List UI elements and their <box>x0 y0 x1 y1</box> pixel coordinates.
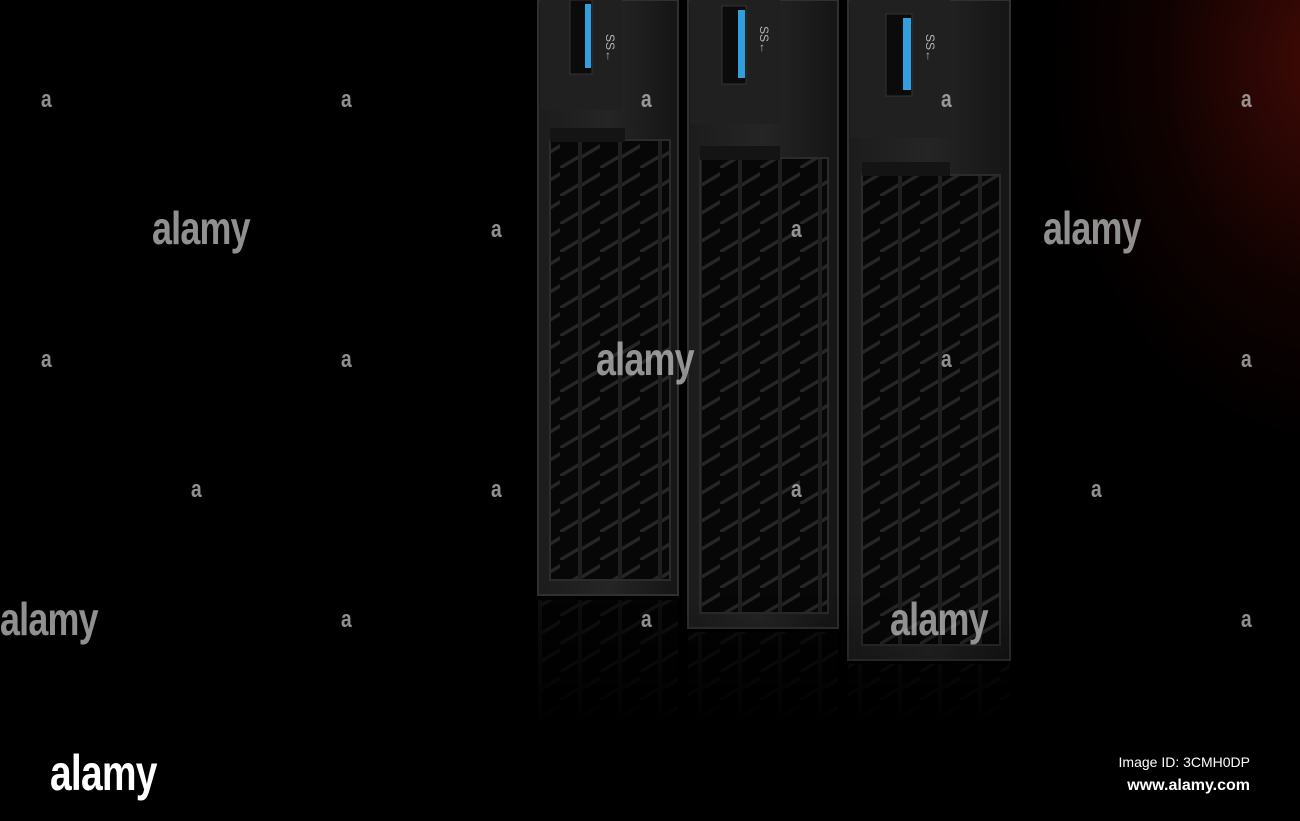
usb-port-2-insert <box>738 10 745 78</box>
site-url: www.alamy.com <box>1127 777 1250 794</box>
watermark-letter: a <box>941 346 952 373</box>
watermark-letter: a <box>641 606 652 633</box>
watermark-letter: a <box>1241 346 1252 373</box>
watermark-letter: a <box>791 476 802 503</box>
watermark-letter: a <box>41 86 52 113</box>
drive-bay-1: SS← <box>537 0 679 596</box>
watermark-word: alamy <box>0 593 99 645</box>
watermark-letter: a <box>491 216 502 243</box>
watermark-letter: a <box>641 86 652 113</box>
watermark-word: alamy <box>890 593 989 645</box>
watermark-word: alamy <box>152 202 251 254</box>
drive-bay-2: SS← <box>687 0 839 629</box>
image-id-label: Image ID: 3CMH0DP <box>1118 754 1250 770</box>
watermark-letter: a <box>1241 606 1252 633</box>
floor-reflection <box>530 595 1020 735</box>
drive-bay-3: SS← <box>847 0 1011 661</box>
usb-ss-logo-icon: SS← <box>757 26 771 54</box>
watermark-letter: a <box>191 476 202 503</box>
alamy-logo: alamy <box>50 745 157 801</box>
watermark-letter: a <box>941 86 952 113</box>
usb-port-3-insert <box>903 18 911 90</box>
watermark-word: alamy <box>1043 202 1142 254</box>
watermark-letter: a <box>491 476 502 503</box>
watermark-letter: a <box>791 216 802 243</box>
usb-ss-logo-icon: SS← <box>923 34 937 62</box>
watermark-letter: a <box>341 86 352 113</box>
watermark-letter: a <box>1241 86 1252 113</box>
usb-port-1-insert <box>585 4 591 68</box>
watermark-letter: a <box>341 606 352 633</box>
watermark-letter: a <box>341 346 352 373</box>
usb-ss-logo-icon: SS← <box>603 34 617 62</box>
watermark-letter: a <box>41 346 52 373</box>
watermark-letter: a <box>1091 476 1102 503</box>
watermark-word: alamy <box>596 333 695 385</box>
